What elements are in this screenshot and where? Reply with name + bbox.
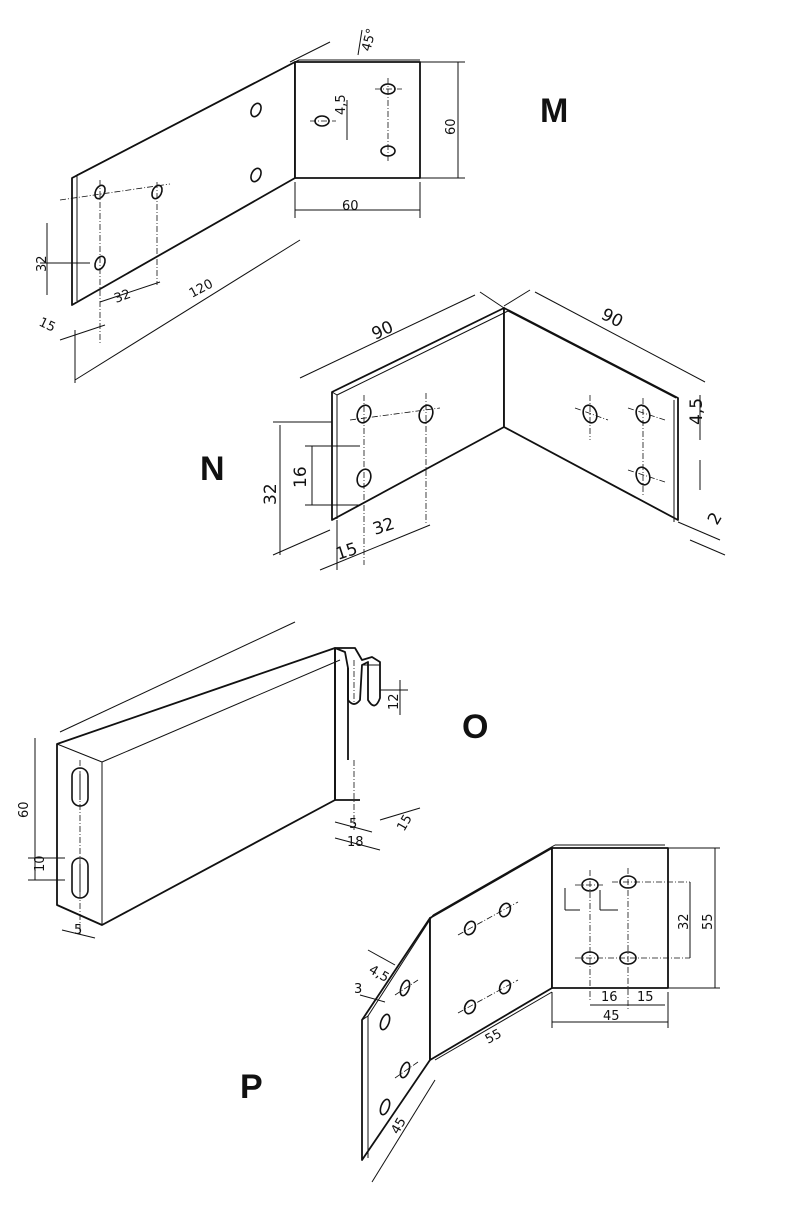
m-dim-angle: 45° [359,27,379,53]
p-dim-mid: 55 [483,1027,505,1048]
n-dim-thickness: 2 [704,509,727,528]
p-dim-spacing-v: 32 [677,913,692,930]
o-slotted-tab [334,647,381,707]
p-dim-width: 45 [603,1009,620,1024]
m-holes [59,78,402,345]
p-dim-side: 45 [388,1115,409,1137]
p-holes [379,868,690,1116]
o-dim-slot-w: 5 [74,923,82,938]
p-end-face [551,847,669,989]
m-dim-hole-offset: 4,5 [334,94,349,115]
o-dim-edge: 15 [394,812,415,834]
part-o: 60 10 5 12 5 18 15 O [17,621,488,939]
m-label: M [540,92,568,130]
m-dim-height: 60 [444,118,459,135]
part-n: 90 90 4,5 32 16 32 15 2 N [200,289,727,571]
p-dim-height: 55 [701,913,716,930]
m-dim-length: 120 [187,277,216,302]
o-dim-labels: 60 10 5 12 5 18 15 [17,693,416,938]
p-dim-labels: 4,5 3 55 45 32 55 16 15 45 [354,913,716,1137]
p-mid-face [429,847,553,1061]
o-main-face [56,647,336,926]
p-dim-spacing-b: 15 [637,990,654,1005]
m-long-flange [71,61,296,306]
o-dim-slot-depth: 12 [387,693,402,710]
n-dim-leg-b: 90 [598,305,626,333]
n-dim-hole: 4,5 [687,398,707,425]
part-p: 4,5 3 55 45 32 55 16 15 45 P [240,844,720,1183]
p-dimensions [359,847,720,1183]
n-dimensions [272,289,726,571]
n-dim-height: 32 [261,483,281,505]
p-dim-spacing-a: 16 [601,990,618,1005]
n-holes [349,393,666,565]
o-dimensions [28,621,421,939]
m-dim-spacing-b: 32 [112,287,133,307]
o-slots [71,660,355,935]
o-dim-slot-len: 10 [33,855,48,872]
p-dim-thickness: 3 [354,982,362,997]
n-label: N [200,450,225,488]
n-dim-spacing-h: 32 [370,514,397,540]
n-dim-leg-a: 90 [369,317,397,344]
m-dim-width: 60 [342,199,359,214]
o-dim-tab-w: 18 [347,835,364,850]
m-dim-edge: 15 [36,315,57,336]
n-dim-spacing-v: 16 [291,466,311,488]
o-label: O [462,708,488,746]
m-dim-spacing-a: 32 [35,255,50,272]
o-dim-height: 60 [17,801,32,818]
m-dimensions [40,29,465,383]
p-label: P [240,1068,263,1106]
o-dim-slot-w2: 5 [349,817,357,832]
m-square-flange [294,61,421,179]
